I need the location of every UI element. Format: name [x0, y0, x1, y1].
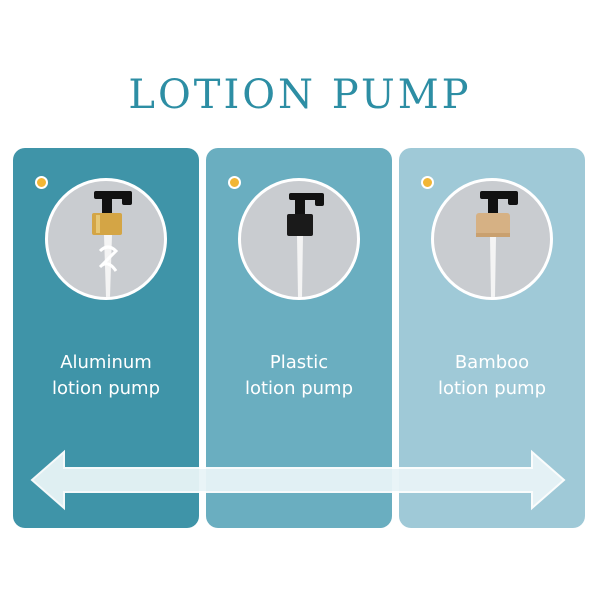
panel-label-line2: lotion pump: [51, 378, 160, 399]
aluminum-pump-image: [45, 178, 167, 300]
panel-label-line1: Plastic: [269, 352, 329, 373]
bamboo-label: Bamboo lotion pump: [399, 350, 585, 402]
bamboo-pump-image: [431, 178, 553, 300]
panel-label-line2: lotion pump: [244, 378, 353, 399]
bamboo-pump-icon: [476, 191, 518, 297]
panel-label-line1: Aluminum: [60, 352, 152, 373]
aluminum-panel: Aluminum lotion pump: [13, 148, 199, 528]
plastic-panel: Plastic lotion pump: [206, 148, 392, 528]
gold-coin-icon: [35, 176, 48, 189]
double-arrow-icon: [30, 449, 566, 511]
panel-label-line2: lotion pump: [437, 378, 546, 399]
aluminum-label: Aluminum lotion pump: [13, 350, 199, 402]
panel-label-line1: Bamboo: [454, 352, 530, 373]
plastic-pump-icon: [287, 193, 324, 297]
page-title: LOTION PUMP: [128, 72, 472, 118]
aluminum-pump-icon: [92, 191, 132, 297]
gold-coin-icon: [228, 176, 241, 189]
gold-coin-icon: [421, 176, 434, 189]
bamboo-panel: Bamboo lotion pump: [399, 148, 585, 528]
plastic-label: Plastic lotion pump: [206, 350, 392, 402]
plastic-pump-image: [238, 178, 360, 300]
